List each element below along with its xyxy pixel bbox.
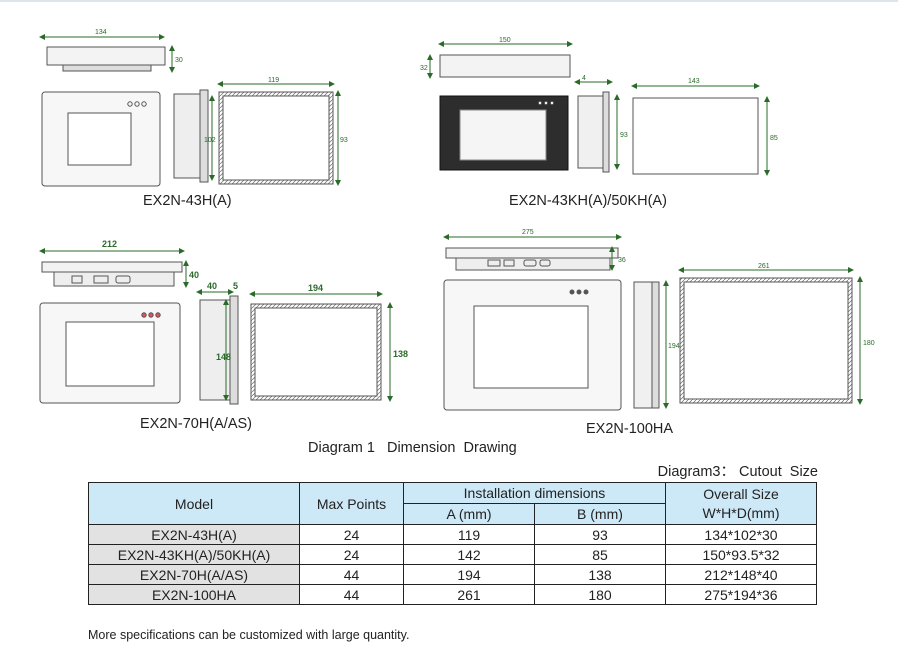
drawing-100ha (443, 234, 863, 411)
cell-model: EX2N-43KH(A)/50KH(A) (88, 544, 300, 565)
cell-size: 275*194*36 (665, 584, 817, 605)
cell-a: 194 (403, 564, 535, 585)
dim-43kh-cut-w: 143 (688, 78, 700, 85)
cell-size: 212*148*40 (665, 564, 817, 585)
cell-model: EX2N-43H(A) (88, 524, 300, 545)
spec-table: Model Max Points Installation dimensions… (88, 482, 817, 605)
header-a: A (mm) (403, 503, 535, 525)
dim-43h-width: 134 (95, 29, 107, 36)
top-view-43h (39, 34, 175, 73)
dim-100ha-cut-w: 261 (758, 263, 770, 270)
dim-100ha-width: 275 (522, 229, 534, 236)
cutout-view-43kh (632, 97, 759, 175)
table-row: EX2N-70H(A/AS) 44 194 138 212*148*40 (88, 564, 817, 585)
table-row: EX2N-43H(A) 24 119 93 134*102*30 (88, 524, 817, 545)
drawing-70h (39, 248, 393, 405)
dim-100ha-side-h: 194 (668, 343, 680, 350)
dim-70h-cut-w: 194 (308, 283, 323, 293)
header-overall-unit: W*H*D(mm) (702, 504, 780, 521)
caption-70h: EX2N-70H(A/AS) (140, 416, 253, 432)
cutout-size-label: Diagram3： Cutout Size (657, 464, 818, 480)
side-view-43kh (577, 95, 607, 169)
dim-43kh-cut-h: 85 (770, 135, 778, 142)
caption-100ha: EX2N-100HA (586, 421, 674, 437)
dim-43kh-depth: 32 (420, 65, 428, 72)
cell-points: 24 (299, 524, 404, 545)
cell-b: 180 (534, 584, 666, 605)
drawing-43h (39, 34, 341, 187)
cell-a: 261 (403, 584, 535, 605)
caption-43kh: EX2N-43KH(A)/50KH(A) (509, 193, 667, 209)
header-overall-title: Overall Size (703, 485, 779, 502)
diagram-title: Diagram 1 Dimension Drawing (308, 440, 517, 456)
header-model: Model (88, 482, 300, 525)
drawing-43kh (427, 41, 770, 176)
dim-43h-cut-w: 119 (268, 77, 279, 84)
dim-70h-depth-small: 5 (233, 281, 238, 291)
dim-70h-depth: 40 (189, 270, 199, 280)
dim-43h-depth: 30 (175, 57, 183, 64)
top-view-43kh (427, 41, 573, 79)
side-view-100ha (633, 281, 653, 409)
top-view-100ha (443, 234, 622, 271)
side-view-43h (173, 93, 201, 179)
dimension-drawing: 134 30 102 119 93 150 32 4 93 143 85 (39, 29, 875, 411)
cell-model: EX2N-70H(A/AS) (88, 564, 300, 585)
dim-100ha-depth: 36 (618, 257, 626, 264)
dim-70h-side-h: 148 (216, 352, 231, 362)
header-b: B (mm) (534, 503, 666, 525)
cell-model: EX2N-100HA (88, 584, 300, 605)
dim-43h-cut-h: 93 (340, 137, 348, 144)
cell-a: 142 (403, 544, 535, 565)
header-install: Installation dimensions (403, 482, 666, 504)
cell-size: 150*93.5*32 (665, 544, 817, 565)
top-divider (0, 0, 898, 2)
dim-43kh-side-h: 93 (620, 132, 628, 139)
cell-points: 44 (299, 564, 404, 585)
top-view-70h (39, 248, 189, 288)
dim-43kh-width: 150 (499, 37, 511, 44)
cell-b: 93 (534, 524, 666, 545)
cell-points: 44 (299, 584, 404, 605)
dim-43kh-depth-small: 4 (582, 75, 586, 82)
dim-70h-depth2: 40 (207, 281, 217, 291)
table-row: EX2N-43KH(A)/50KH(A) 24 142 85 150*93.5*… (88, 544, 817, 565)
cell-a: 119 (403, 524, 535, 545)
cell-points: 24 (299, 544, 404, 565)
dim-70h-width: 212 (102, 239, 117, 249)
table-row: EX2N-100HA 44 261 180 275*194*36 (88, 584, 817, 605)
cell-b: 85 (534, 544, 666, 565)
cell-b: 138 (534, 564, 666, 585)
header-max-points: Max Points (299, 482, 404, 525)
header-overall: Overall Size W*H*D(mm) (665, 482, 817, 525)
dim-100ha-cut-h: 180 (863, 340, 875, 347)
cell-size: 134*102*30 (665, 524, 817, 545)
customization-note: More specifications can be customized wi… (88, 628, 410, 642)
caption-43h: EX2N-43H(A) (143, 193, 232, 209)
dim-70h-cut-h: 138 (393, 349, 408, 359)
dim-43h-side-h: 102 (204, 137, 216, 144)
